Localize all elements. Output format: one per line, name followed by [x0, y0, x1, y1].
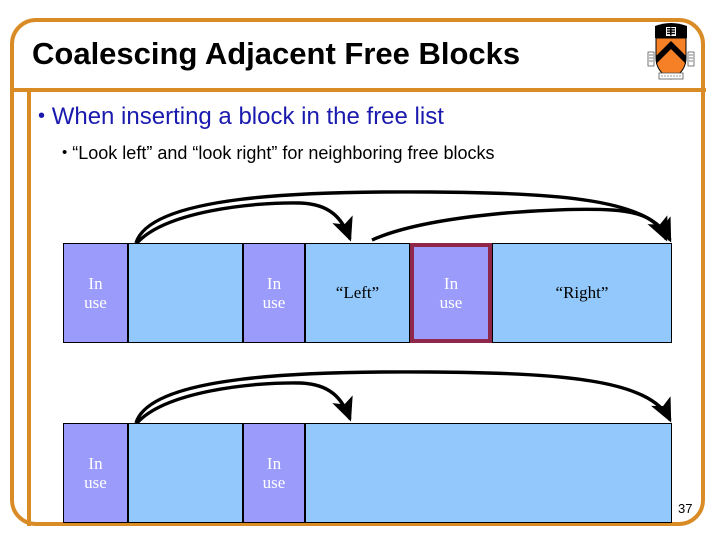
arrow-row2-short [135, 381, 353, 425]
arrow-row1-long [134, 190, 672, 244]
memory-block-label: “Right” [555, 283, 609, 303]
memory-block-label: “Left” [335, 283, 380, 303]
bullet-level-1-text: When inserting a block in the free list [51, 103, 444, 130]
arrow-row1-short [135, 201, 353, 245]
princeton-shield-logo [647, 23, 695, 80]
memory-block-free [128, 243, 243, 343]
bullet-marker-icon: • [38, 105, 46, 127]
bullet-level-2: • “Look left” and “look right” for neigh… [62, 143, 495, 164]
page-title: Coalescing Adjacent Free Blocks [32, 36, 521, 71]
body-accent-line [27, 92, 31, 526]
bullet-level-1: • When inserting a block in the free lis… [38, 103, 444, 131]
arrow-row1-left-to-right [371, 207, 668, 242]
memory-block-free [305, 423, 672, 523]
memory-block-free: “Right” [492, 243, 672, 343]
arrow-row2-long [134, 370, 672, 424]
memory-block-free [128, 423, 243, 523]
sub-bullet-marker-icon: • [62, 144, 68, 161]
bullet-level-2-text: “Look left” and “look right” for neighbo… [72, 143, 495, 163]
memory-block-free: “Left” [305, 243, 410, 343]
title-divider-rule [12, 88, 706, 92]
page-number: 37 [678, 501, 693, 516]
